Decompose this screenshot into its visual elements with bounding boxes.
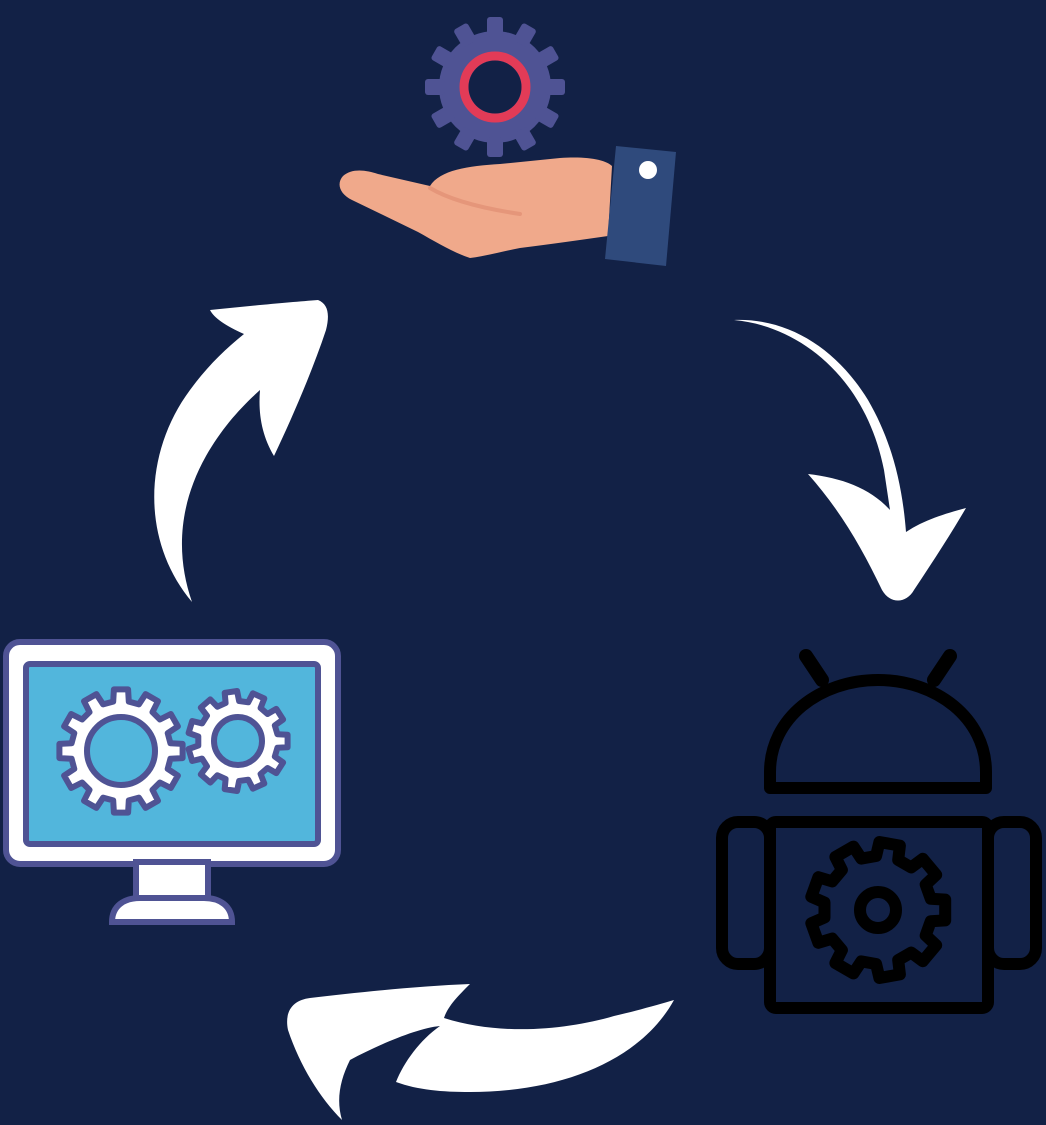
arrow-top-right bbox=[734, 319, 966, 601]
gear-tooth bbox=[535, 106, 559, 128]
arrow-left bbox=[154, 300, 328, 602]
sleeve bbox=[605, 146, 676, 266]
gear-tooth bbox=[431, 46, 455, 68]
gear-icon bbox=[56, 686, 186, 816]
ring-icon bbox=[459, 51, 531, 123]
gear-tooth bbox=[514, 23, 536, 47]
monitor-stand-neck bbox=[133, 859, 211, 901]
robot-head bbox=[764, 674, 992, 794]
gear-icon bbox=[185, 688, 291, 794]
gear-tooth bbox=[487, 17, 503, 37]
gear-tooth bbox=[425, 79, 445, 95]
gear-hole bbox=[854, 886, 902, 934]
gear-outline bbox=[805, 836, 952, 984]
gear-tooth bbox=[487, 137, 503, 157]
arrow-bottom bbox=[287, 984, 674, 1120]
gear-tooth bbox=[454, 127, 476, 151]
cuff-button bbox=[639, 161, 657, 179]
gear-hole bbox=[468, 60, 522, 114]
android-robot-gear-icon bbox=[716, 649, 1042, 1014]
monitor-gears-icon bbox=[3, 639, 341, 925]
arrows bbox=[154, 300, 966, 1120]
gear-tooth bbox=[454, 23, 476, 47]
gear-icon bbox=[425, 17, 565, 157]
gear-hole bbox=[211, 714, 265, 768]
gear-icon bbox=[805, 836, 952, 984]
gear-tooth bbox=[514, 127, 536, 151]
hand-icon bbox=[339, 146, 676, 266]
antenna-right bbox=[927, 649, 957, 687]
monitor-stand-base bbox=[108, 895, 236, 925]
gear-tooth bbox=[545, 79, 565, 95]
robot-body bbox=[764, 816, 994, 1014]
gear-tooth bbox=[431, 106, 455, 128]
gear-hole bbox=[84, 714, 158, 788]
hand-holding-gear-icon bbox=[339, 17, 676, 266]
gear-tooth bbox=[535, 46, 559, 68]
antenna-left bbox=[799, 649, 829, 687]
